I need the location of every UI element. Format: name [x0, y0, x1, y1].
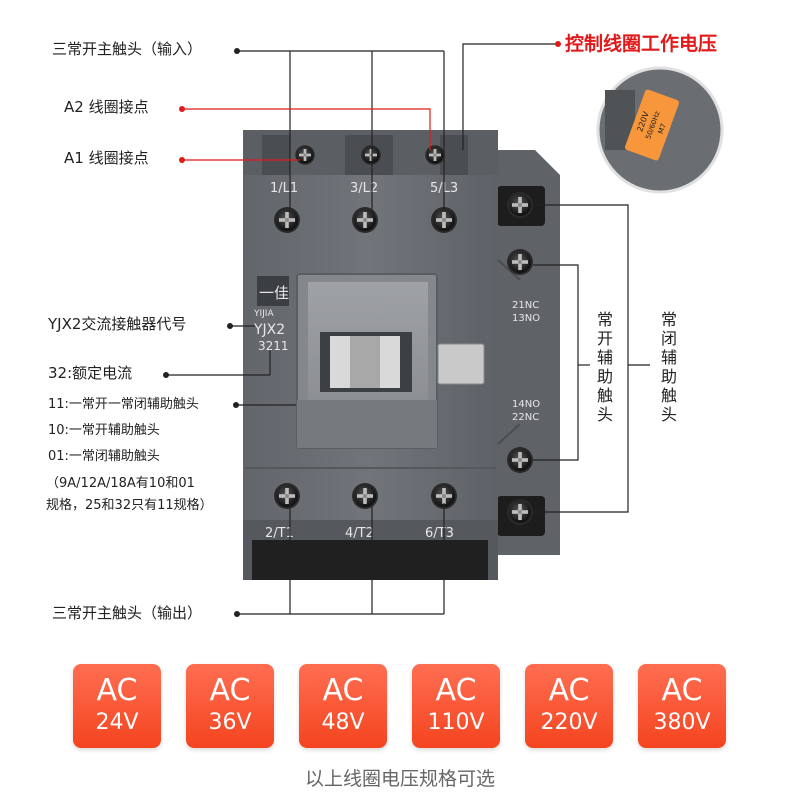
voltage-ac-label: AC — [548, 673, 590, 708]
voltage-option-48v[interactable]: AC 48V — [299, 664, 387, 748]
aux-label-21nc: 21NC — [512, 300, 539, 311]
terminal-label-top-2: 3/L2 — [350, 181, 378, 196]
aux-no-label: 常开辅助触头 — [596, 310, 613, 424]
terminal-label-bottom-1: 2/T1 — [265, 526, 294, 541]
voltage-option-24v[interactable]: AC 24V — [73, 664, 161, 748]
model-code-label: YJX2交流接触器代号 — [48, 315, 187, 333]
voltage-ac-label: AC — [96, 673, 138, 708]
voltage-value: 48V — [321, 710, 365, 735]
voltage-options: AC 24V AC 36V AC 48V AC 110V AC 220V AC … — [0, 664, 800, 748]
voltage-value: 110V — [427, 710, 485, 735]
aux-label-13no: 13NO — [512, 313, 540, 324]
coil-voltage-inset: 220V 50/60Hz M7 — [596, 66, 724, 194]
coil-tag-code: M7 — [657, 122, 668, 135]
callout-lines — [166, 43, 650, 615]
voltage-option-380v[interactable]: AC 380V — [638, 664, 726, 748]
aux-01-label: 01:一常闭辅助触头 — [48, 449, 160, 464]
terminal-label-bottom-2: 4/T2 — [345, 526, 374, 541]
voltage-value: 220V — [540, 710, 598, 735]
voltage-value: 380V — [653, 710, 711, 735]
a1-coil-terminal-label: A1 线圈接点 — [64, 149, 149, 167]
terminal-label-bottom-3: 6/T3 — [425, 526, 454, 541]
device-markings: 1/L1 3/L2 5/L3 2/T1 4/T2 6/T3 21NC 13NO … — [253, 181, 540, 541]
voltage-value: 36V — [208, 710, 252, 735]
voltage-option-220v[interactable]: AC 220V — [525, 664, 613, 748]
aux-label-22nc: 22NC — [512, 412, 539, 423]
main-contacts-output-label: 三常开主触头（输出） — [52, 604, 203, 622]
main-contacts-input-label: 三常开主触头（输入） — [52, 40, 203, 58]
voltage-option-36v[interactable]: AC 36V — [186, 664, 274, 748]
footer-note: 以上线圈电压规格可选 — [304, 768, 495, 790]
voltage-option-110v[interactable]: AC 110V — [412, 664, 500, 748]
brand-en: YIJIA — [253, 309, 274, 319]
aux-11-label: 11:一常开一常闭辅助触头 — [48, 397, 199, 412]
terminal-label-top-1: 1/L1 — [270, 181, 298, 196]
aux-nc-label: 常闭辅助触头 — [660, 310, 677, 424]
model-mark: YJX2 — [253, 322, 285, 338]
coil-voltage-label: 控制线圈工作电压 — [565, 33, 718, 55]
contactor-body — [243, 130, 521, 580]
voltage-ac-label: AC — [322, 673, 364, 708]
code-mark: 3211 — [258, 339, 289, 353]
spec-note-line2: 规格，25和32只有11规格） — [46, 498, 213, 513]
voltage-value: 24V — [95, 710, 139, 735]
voltage-ac-label: AC — [209, 673, 251, 708]
rated-current-label: 32:额定电流 — [48, 364, 133, 382]
callout-dots — [163, 41, 561, 617]
voltage-ac-label: AC — [661, 673, 703, 708]
aux-10-label: 10:一常开辅助触头 — [48, 423, 160, 438]
coil-callout-lines — [182, 108, 431, 161]
brand-cn: 一佳 — [259, 284, 289, 302]
auxiliary-contact-block — [490, 150, 560, 555]
aux-label-14no: 14NO — [512, 399, 540, 410]
a2-coil-terminal-label: A2 线圈接点 — [64, 98, 149, 116]
contactor-illustration: 1/L1 3/L2 5/L3 2/T1 4/T2 6/T3 21NC 13NO … — [163, 41, 724, 617]
voltage-ac-label: AC — [435, 673, 477, 708]
spec-note-line1: （9A/12A/18A有10和01 — [46, 476, 195, 491]
